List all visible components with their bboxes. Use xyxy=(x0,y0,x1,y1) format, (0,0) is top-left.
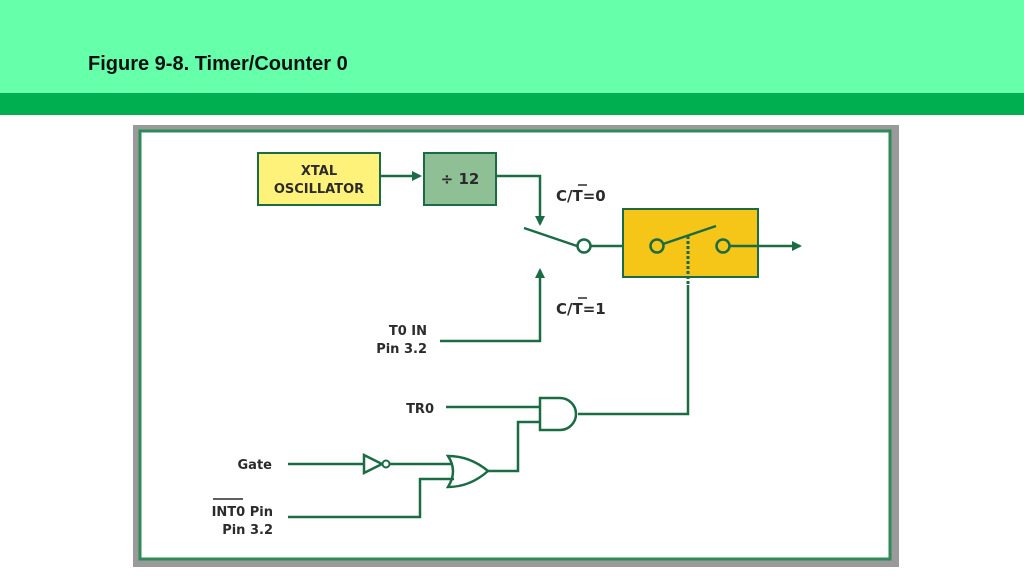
diagram-panel xyxy=(138,129,892,561)
xtal-oscillator-block: XTAL OSCILLATOR xyxy=(257,152,381,206)
wire-t0in-to-switch xyxy=(440,268,545,343)
ct1-label: C/T=1 xyxy=(556,300,606,318)
divide-by-12-block: ÷ 12 xyxy=(423,152,497,206)
divider-label: ÷ 12 xyxy=(441,170,480,188)
and-gate xyxy=(538,396,578,432)
inverter-gate xyxy=(362,452,391,476)
or-gate xyxy=(445,454,490,489)
run-control-switch-block xyxy=(622,208,759,285)
xtal-label-line2: OSCILLATOR xyxy=(274,182,364,197)
wire-and-to-switch xyxy=(578,285,690,416)
wire-int0-to-or xyxy=(288,477,454,519)
t0in-label-line1: T0 IN xyxy=(389,324,427,339)
wire-divider-to-switch xyxy=(496,174,545,226)
tr0-label: TR0 xyxy=(406,402,434,417)
gate-label: Gate xyxy=(238,458,273,473)
t0in-label-line2: Pin 3.2 xyxy=(376,342,427,357)
int0-label-line2: Pin 3.2 xyxy=(222,523,273,538)
xtal-label-line1: XTAL xyxy=(301,164,337,179)
ct0-label: C/T=0 xyxy=(556,187,606,205)
int0-label-line1: INT0 Pin xyxy=(212,505,273,520)
header-band xyxy=(0,0,1024,93)
wire-or-to-and xyxy=(488,420,540,473)
slide-title: Figure 9-8. Timer/Counter 0 xyxy=(88,53,348,75)
header-stripe xyxy=(0,93,1024,115)
